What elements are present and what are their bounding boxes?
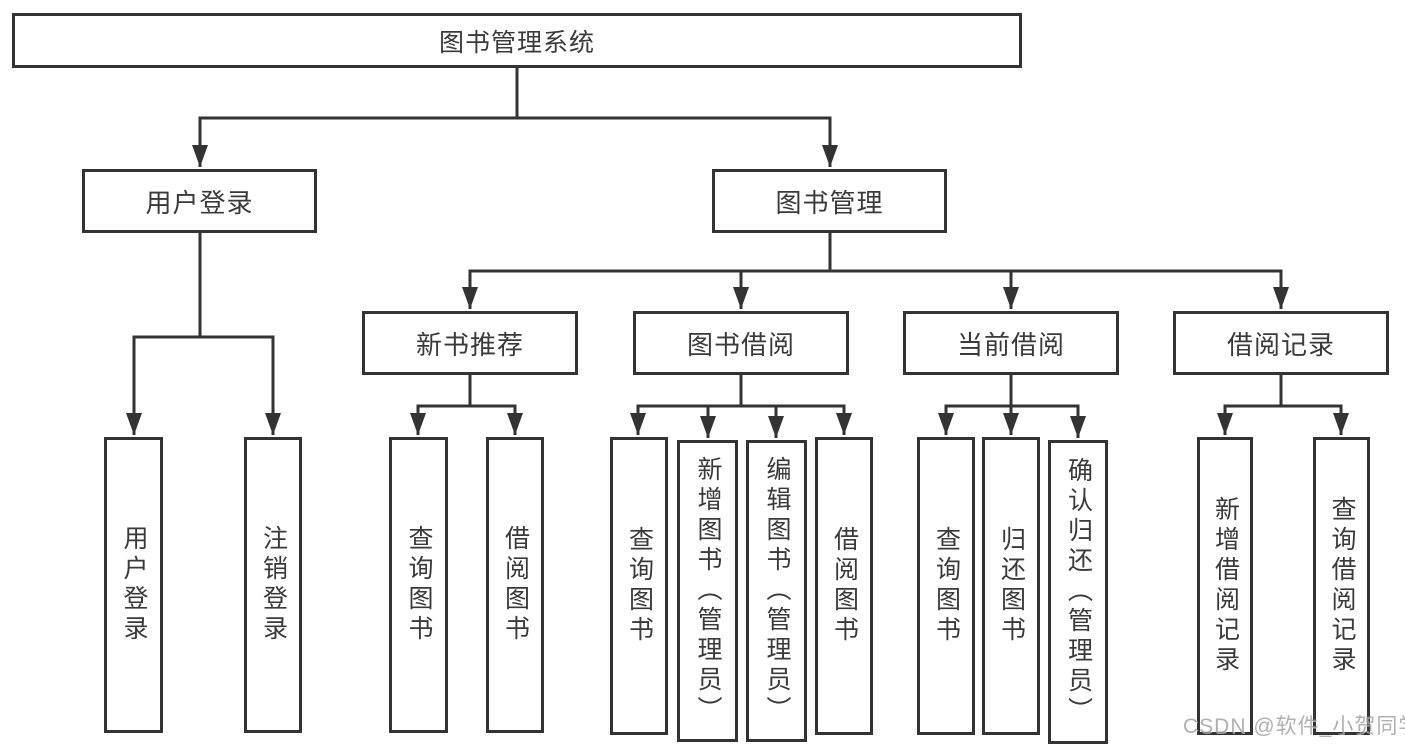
leaf-bookborrow-edit-books-admin-label: 编辑图书（管理员） bbox=[763, 456, 791, 726]
leaf-bookborrow-add-books-admin-label: 新增图书（管理员） bbox=[694, 456, 722, 726]
leaf-records-query-borrow-record-label: 查询借阅记录 bbox=[1328, 496, 1356, 676]
leaf-currentborrow-return-books-label: 归还图书 bbox=[997, 526, 1026, 646]
node-book-borrow-label: 图书借阅 bbox=[686, 329, 795, 360]
leaf-newbooks-borrow-books: 借阅图书 bbox=[486, 437, 544, 733]
node-book-borrow: 图书借阅 bbox=[633, 311, 849, 375]
leaf-records-add-borrow-record: 新增借阅记录 bbox=[1197, 437, 1253, 735]
node-library-management-system-label: 图书管理系统 bbox=[438, 28, 595, 57]
leaf-currentborrow-return-books: 归还图书 bbox=[982, 437, 1040, 735]
node-borrow-records-label: 借阅记录 bbox=[1226, 329, 1335, 360]
leaf-user-login: 用户登录 bbox=[104, 437, 163, 733]
leaf-newbooks-query-books: 查询图书 bbox=[389, 437, 448, 733]
node-new-book-recommend-label: 新书推荐 bbox=[415, 329, 524, 360]
node-borrow-records: 借阅记录 bbox=[1173, 311, 1389, 375]
leaf-bookborrow-edit-books-admin: 编辑图书（管理员） bbox=[746, 440, 807, 742]
leaf-currentborrow-query-books: 查询图书 bbox=[917, 437, 975, 735]
leaf-records-add-borrow-record-label: 新增借阅记录 bbox=[1211, 496, 1240, 676]
leaf-newbooks-query-books-label: 查询图书 bbox=[405, 525, 433, 645]
leaf-currentborrow-query-books-label: 查询图书 bbox=[932, 526, 961, 646]
leaf-bookborrow-query-books: 查询图书 bbox=[610, 437, 668, 735]
node-current-borrow-label: 当前借阅 bbox=[956, 329, 1065, 360]
node-user-login: 用户登录 bbox=[82, 169, 317, 233]
node-current-borrow: 当前借阅 bbox=[903, 311, 1119, 375]
leaf-logout-label: 注销登录 bbox=[259, 525, 288, 645]
leaf-bookborrow-query-books-label: 查询图书 bbox=[625, 526, 654, 646]
node-user-login-label: 用户登录 bbox=[145, 187, 254, 218]
node-new-book-recommend: 新书推荐 bbox=[362, 311, 578, 375]
node-library-management-system: 图书管理系统 bbox=[12, 13, 1022, 68]
leaf-currentborrow-confirm-return-admin: 确认归还（管理员） bbox=[1048, 440, 1108, 744]
leaf-currentborrow-confirm-return-admin-label: 确认归还（管理员） bbox=[1064, 457, 1093, 727]
leaf-user-login-label: 用户登录 bbox=[120, 525, 148, 645]
node-book-management-label: 图书管理 bbox=[775, 187, 884, 218]
leaf-logout: 注销登录 bbox=[244, 437, 302, 733]
leaf-bookborrow-borrow-books: 借阅图书 bbox=[815, 437, 873, 735]
node-book-management: 图书管理 bbox=[712, 169, 947, 233]
leaf-bookborrow-add-books-admin: 新增图书（管理员） bbox=[677, 440, 738, 742]
leaf-records-query-borrow-record: 查询借阅记录 bbox=[1313, 437, 1370, 735]
leaf-bookborrow-borrow-books-label: 借阅图书 bbox=[830, 526, 859, 646]
csdn-watermark: CSDN @软件_小贺同学 bbox=[1183, 715, 1405, 738]
leaf-newbooks-borrow-books-label: 借阅图书 bbox=[501, 525, 530, 645]
